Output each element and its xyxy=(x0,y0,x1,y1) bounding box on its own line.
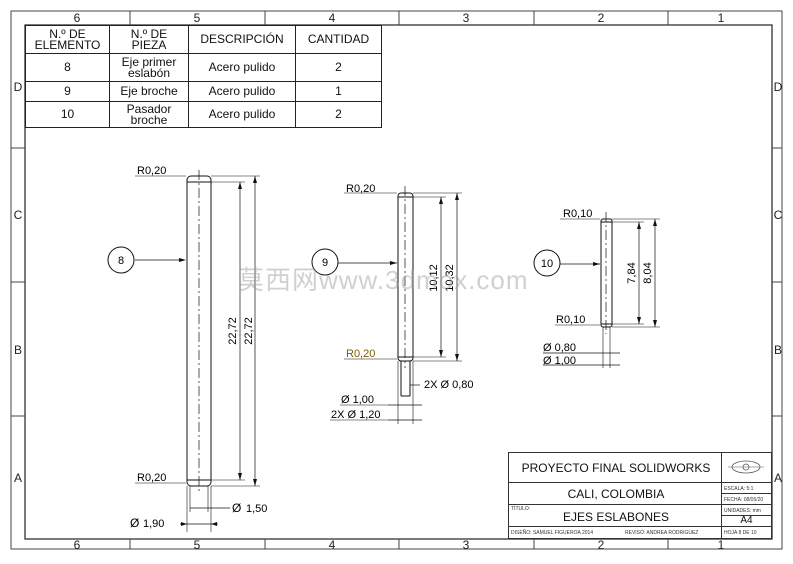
zone-col-1-top: 1 xyxy=(718,11,725,25)
units: UNIDADES: mm xyxy=(724,508,761,514)
location: CALI, COLOMBIA xyxy=(567,487,665,501)
bom-cell-cantidad: 2 xyxy=(295,53,382,82)
part10-length-inner: 7,84 xyxy=(626,262,638,283)
title-block: PROYECTO FINAL SOLIDWORKS CALI, COLOMBIA… xyxy=(508,452,772,539)
bom-cell-descripcion: Acero pulido xyxy=(188,101,296,128)
drawing-title: EJES ESLABONES xyxy=(562,510,670,524)
part8-dia-inner: 1,50 xyxy=(246,503,267,515)
bom-cell-descripcion: Acero pulido xyxy=(188,53,296,82)
part10-length-outer: 8,04 xyxy=(642,262,654,283)
project-name: PROYECTO FINAL SOLIDWORKS xyxy=(521,461,711,475)
part9-dia-1: Ø 1,00 xyxy=(341,394,374,406)
zone-row-b-left: B xyxy=(14,343,22,357)
part8-dia-inner-symbol: Ø xyxy=(232,501,241,515)
part-10-view xyxy=(533,212,660,368)
zone-col-6-bottom: 6 xyxy=(74,538,81,552)
zone-row-c-left: C xyxy=(14,208,23,222)
bom-header-row: N.º DE ELEMENTO N.º DE PIEZA DESCRIPCIÓN… xyxy=(25,25,382,54)
part8-radius-top: R0,20 xyxy=(137,165,166,177)
bom-header-descripcion: DESCRIPCIÓN xyxy=(188,25,296,54)
part8-length-inner: 22,72 xyxy=(227,317,239,345)
zone-col-4-bottom: 4 xyxy=(329,538,336,552)
zone-ticks xyxy=(11,11,782,549)
bill-of-materials-table: N.º DE ELEMENTO N.º DE PIEZA DESCRIPCIÓN… xyxy=(25,25,382,128)
zone-col-2-top: 2 xyxy=(598,11,605,25)
zone-col-6-top: 6 xyxy=(74,11,81,25)
zone-col-2-bottom: 2 xyxy=(598,538,605,552)
zone-col-1-bottom: 1 xyxy=(718,538,725,552)
logo-icon xyxy=(728,460,764,474)
part8-dia-outer-symbol: Ø xyxy=(130,516,139,530)
bom-cell-pieza: Eje broche xyxy=(109,81,189,102)
bom-cell-pieza: Eje primer eslabón xyxy=(109,53,189,82)
part9-radius-bottom: R0,20 xyxy=(346,348,375,360)
part10-dia-1: Ø 0,80 xyxy=(543,342,576,354)
zone-col-3-top: 3 xyxy=(463,11,470,25)
sheet-number: HOJA 8 DE 10 xyxy=(724,530,757,536)
zone-row-b-right: B xyxy=(774,343,782,357)
part9-radius-top: R0,20 xyxy=(346,183,375,195)
outer-frame xyxy=(10,10,783,550)
balloon-8: 8 xyxy=(118,255,124,267)
title-block-sheet-cell: HOJA 8 DE 10 xyxy=(721,526,772,539)
zone-row-c-right: C xyxy=(774,208,783,222)
part9-length-inner: 10,12 xyxy=(428,264,440,292)
table-row: 10 Pasador broche Acero pulido 2 xyxy=(25,101,382,128)
title-block-project-cell: PROYECTO FINAL SOLIDWORKS xyxy=(508,452,722,483)
title-block-logo-cell xyxy=(721,452,772,483)
zone-row-d-left: D xyxy=(14,80,23,94)
scale: ESCALA: 5:1 xyxy=(724,486,754,492)
bom-header-elemento: N.º DE ELEMENTO xyxy=(25,25,110,54)
watermark: 莫西网www.3dmox.com xyxy=(238,265,529,295)
date: FECHA: 08/05/20 xyxy=(724,497,764,503)
bom-cell-descripcion: Acero pulido xyxy=(188,81,296,102)
title-block-location-cell: CALI, COLOMBIA xyxy=(508,482,722,505)
title-block-title-cell: TÍTULO: EJES ESLABONES xyxy=(508,504,722,527)
bom-header-pieza: N.º DE PIEZA xyxy=(109,25,189,54)
bom-cell-pieza: Pasador broche xyxy=(109,101,189,128)
zone-col-3-bottom: 3 xyxy=(463,538,470,552)
sheet-size: A4 xyxy=(740,515,753,526)
part10-radius-bottom: R0,10 xyxy=(556,314,585,326)
part-9-view xyxy=(311,186,462,424)
bom-cell-elemento: 9 xyxy=(25,81,110,102)
part9-dia-pin: 2X Ø 0,80 xyxy=(424,379,474,391)
zone-row-a-left: A xyxy=(14,471,22,485)
bom-cell-elemento: 8 xyxy=(25,53,110,82)
part8-radius-bottom: R0,20 xyxy=(137,472,166,484)
part10-radius-top: R0,10 xyxy=(563,208,592,220)
zone-row-a-right: A xyxy=(774,471,782,485)
part-8-view xyxy=(107,170,260,532)
part10-dia-2: Ø 1,00 xyxy=(543,355,576,367)
designer: DISEÑO: SAMUEL FIGUEROA 2014 xyxy=(511,530,594,536)
bom-cell-cantidad: 1 xyxy=(295,81,382,102)
balloon-10: 10 xyxy=(541,258,553,270)
part8-dia-outer: 1,90 xyxy=(143,518,164,530)
part9-dia-2: 2X Ø 1,20 xyxy=(331,409,381,421)
title-block-names-cell: DISEÑO: SAMUEL FIGUEROA 2014 REVISÓ: AND… xyxy=(508,526,722,539)
bom-cell-cantidad: 2 xyxy=(295,101,382,128)
zone-row-d-right: D xyxy=(774,80,783,94)
zone-col-5-bottom: 5 xyxy=(194,538,201,552)
zone-col-4-top: 4 xyxy=(329,11,336,25)
reviewer: REVISÓ: ANDREA RODRIGUEZ xyxy=(625,530,699,536)
title-label: TÍTULO: xyxy=(511,506,531,512)
part9-length-outer: 10,32 xyxy=(444,264,456,292)
bom-cell-elemento: 10 xyxy=(25,101,110,128)
balloon-9: 9 xyxy=(322,257,328,269)
table-row: 9 Eje broche Acero pulido 1 xyxy=(25,81,382,102)
bom-header-cantidad: CANTIDAD xyxy=(295,25,382,54)
table-row: 8 Eje primer eslabón Acero pulido 2 xyxy=(25,53,382,82)
part8-length-outer: 22,72 xyxy=(243,317,255,345)
zone-col-5-top: 5 xyxy=(194,11,201,25)
